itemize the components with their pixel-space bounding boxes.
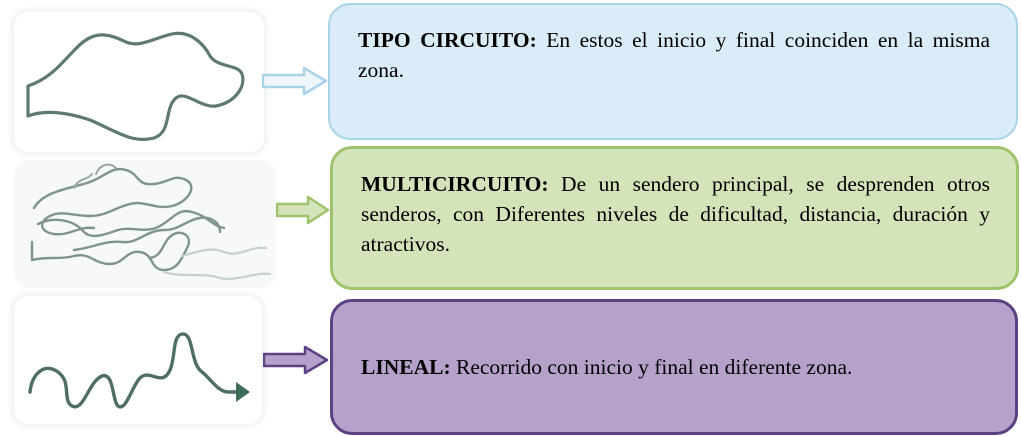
circuit-title: TIPO CIRCUITO: [358,28,537,52]
linear-path-icon [28,332,250,409]
multi-circuit-thumbnail [14,160,276,288]
circuit-description-box: TIPO CIRCUITO: En estos el inicio y fina… [328,3,1018,140]
multi-circuit-icon [30,163,272,280]
multi-circuit-text: De un sendero principal, se desprenden o… [361,172,990,256]
circuit-loop-icon [26,31,245,141]
arrow-icon [263,345,329,375]
linear-thumbnail [14,296,262,424]
circuit-thumbnail [14,12,264,152]
linear-text: Recorrido con inicio y final en diferent… [450,355,853,379]
multi-circuit-description-box: MULTICIRCUITO: De un sendero principal, … [330,146,1019,290]
multi-circuit-title: MULTICIRCUITO: [361,172,549,196]
arrow-icon [262,66,328,96]
linear-title: LINEAL: [361,355,451,379]
arrow-icon [276,195,330,225]
linear-description-box: LINEAL: Recorrido con inicio y final en … [330,299,1018,435]
circuit-text: En estos el inicio y final coinciden en … [358,28,990,82]
